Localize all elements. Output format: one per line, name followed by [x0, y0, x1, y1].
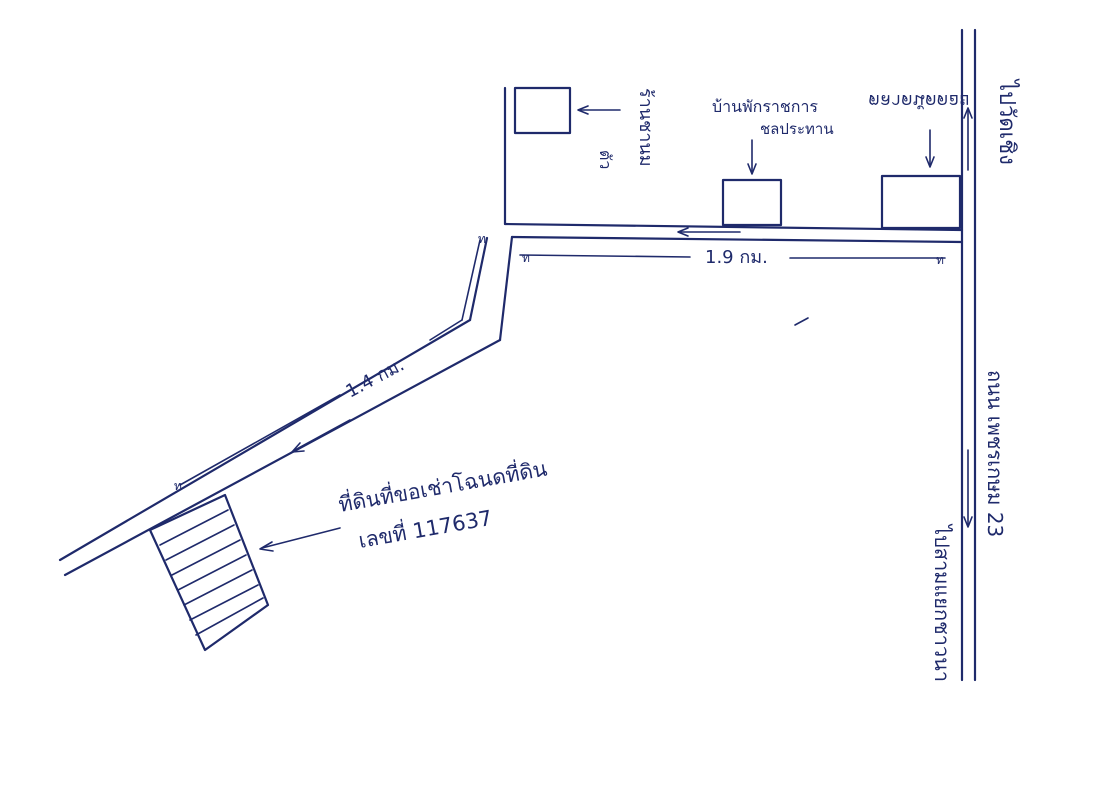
- svg-text:ท: ท: [478, 232, 486, 246]
- diagonal-road: [58, 318, 502, 577]
- plot-arrow-icon: [259, 527, 341, 552]
- landmark-office-box: [721, 178, 783, 227]
- landmark-right-label: ตลาดนัดดอย: [868, 90, 970, 111]
- south-road-label: ไปสามแยกชาวนา: [930, 523, 954, 682]
- plot-label: ที่ดินที่ขอเช่าโฉนดที่ดิน: [336, 454, 549, 517]
- road-arrow-down-icon: [963, 449, 973, 528]
- landmark-right-arrow-icon: [925, 129, 935, 168]
- distance-diag-dimension: ท ท: [174, 232, 486, 493]
- landmark-topleft-box: [513, 86, 572, 135]
- landmark-topleft-label: ร้านชานม: [635, 88, 656, 167]
- distance-top-label: 1.9 กม.: [705, 247, 768, 268]
- road-arrow-up-icon: [963, 107, 973, 171]
- stray-mark: [794, 317, 809, 326]
- svg-text:ท: ท: [522, 251, 530, 265]
- landmark-office-label: บ้านพักราชการ: [712, 97, 818, 116]
- main-road-label: ถนน เพชรเกษม 23: [983, 370, 1007, 537]
- north-road-label: ไปวัดเชิง: [994, 78, 1020, 165]
- distance-top-dimension: ท ท: [519, 251, 946, 267]
- svg-text:ท: ท: [936, 253, 944, 267]
- main-road: [960, 28, 977, 682]
- diagonal-road-arrow-icon: [291, 419, 351, 453]
- branch-road-arrow-icon: [677, 227, 741, 237]
- branch-road: [468, 86, 964, 342]
- land-plot: [148, 493, 270, 652]
- landmark-office-sub: ชลประทาน: [760, 120, 834, 138]
- landmark-topleft-sub: ตัว: [596, 150, 615, 169]
- landmark-topleft-arrow-icon: [577, 105, 621, 115]
- landmark-right-box: [880, 174, 962, 230]
- landmark-office-arrow-icon: [747, 139, 757, 175]
- svg-text:ท: ท: [174, 479, 182, 493]
